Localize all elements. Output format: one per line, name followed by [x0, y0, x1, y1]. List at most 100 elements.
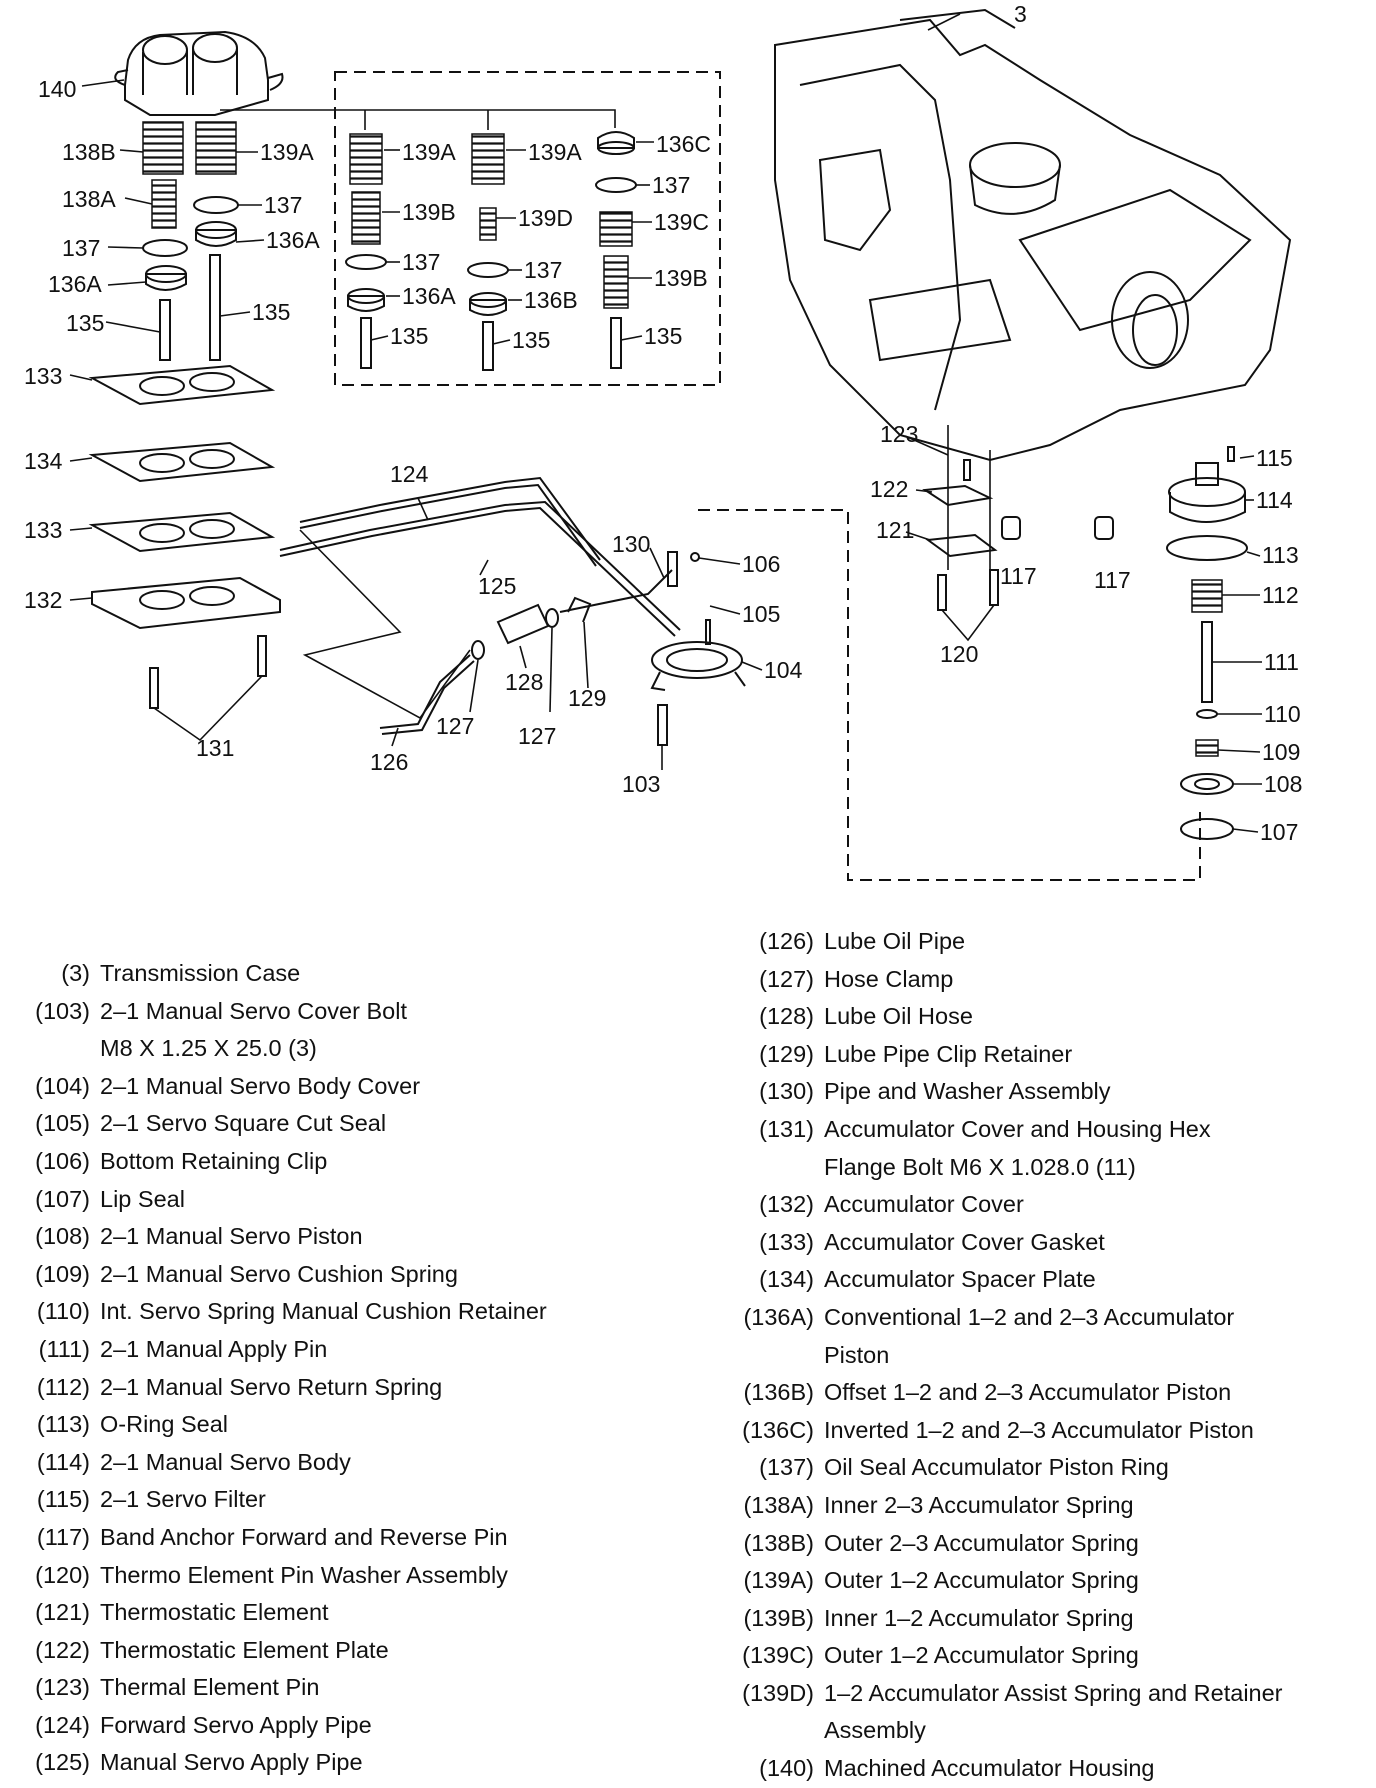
legend-item: (124)Forward Servo Apply Pipe	[35, 1711, 372, 1738]
legend-item: (126)Lube Oil Pipe	[759, 928, 966, 954]
legend-item: (122)Thermostatic Element Plate	[35, 1636, 389, 1663]
callout-128: 128	[505, 669, 543, 695]
callout-135: 135	[512, 327, 550, 353]
legend-item: (138A)Inner 2–3 Accumulator Spring	[743, 1491, 1134, 1518]
legend-item: (110)Int. Servo Spring Manual Cushion Re…	[36, 1298, 547, 1325]
callout-120: 120	[940, 641, 978, 667]
callout-139B: 139B	[654, 265, 708, 291]
callout-103: 103	[622, 771, 660, 797]
callout-108: 108	[1264, 771, 1302, 797]
legend-item: (136C)Inverted 1–2 and 2–3 Accumulator P…	[742, 1416, 1254, 1443]
legend-item: (139A)Outer 1–2 Accumulator Spring	[743, 1567, 1139, 1594]
callout-121: 121	[876, 517, 914, 543]
legend-item: (139D)1–2 Accumulator Assist Spring and …	[742, 1679, 1283, 1744]
leader-lines	[69, 13, 1262, 833]
accumulator-plates	[88, 364, 281, 742]
callout-137: 137	[652, 172, 690, 198]
callout-138A: 138A	[62, 186, 116, 212]
legend-item: (139C)Outer 1–2 Accumulator Spring	[742, 1642, 1139, 1669]
callout-105: 105	[742, 601, 780, 627]
legend-item: (105)2–1 Servo Square Cut Seal	[35, 1110, 387, 1137]
legend-item: (111)2–1 Manual Apply Pin	[38, 1335, 328, 1362]
callout-106: 106	[742, 551, 780, 577]
legend-item: (113)O-Ring Seal	[36, 1411, 228, 1438]
callout-136A: 136A	[48, 271, 102, 297]
servo-cover	[650, 509, 1201, 881]
callout-139B: 139B	[402, 199, 456, 225]
callout-114: 114	[1256, 487, 1293, 513]
callout-133: 133	[24, 517, 62, 543]
legend-item: (3)Transmission Case	[61, 960, 301, 986]
legend-item: (131)Accumulator Cover and Housing Hex F…	[759, 1115, 1211, 1180]
alternative-pistons-box	[220, 71, 721, 386]
legend-item: (108)2–1 Manual Servo Piston	[35, 1223, 363, 1250]
legend-item: (130)Pipe and Washer Assembly	[759, 1078, 1111, 1105]
callout-135: 135	[66, 310, 104, 336]
callout-135: 135	[390, 323, 428, 349]
callout-137: 137	[402, 249, 440, 275]
callout-126: 126	[370, 749, 408, 775]
callout-139A: 139A	[260, 139, 314, 165]
legend-item: (137)Oil Seal Accumulator Piston Ring	[759, 1454, 1169, 1481]
callout-127: 127	[518, 723, 556, 749]
callout-112: 112	[1262, 582, 1299, 608]
callout-109: 109	[1262, 739, 1300, 765]
legend-item: (115)2–1 Servo Filter	[36, 1486, 266, 1513]
callout-135: 135	[252, 299, 290, 325]
callout-113: 113	[1262, 542, 1299, 568]
callout-122: 122	[870, 476, 908, 502]
legend-item: (117)Band Anchor Forward and Reverse Pin	[36, 1523, 508, 1550]
callout-117: 117	[1094, 567, 1131, 593]
legend-left-column: (3)Transmission Case (103)2–1 Manual Ser…	[8, 955, 648, 1782]
legend-item: (140)Machined Accumulator Housing	[759, 1755, 1155, 1782]
callout-139A: 139A	[402, 139, 456, 165]
callout-130: 130	[612, 531, 650, 557]
callout-132: 132	[24, 587, 62, 613]
callout-137: 137	[264, 192, 302, 218]
callout-133: 133	[24, 363, 62, 389]
callout-3: 3	[1014, 1, 1027, 27]
exploded-view-diagram: 3 140 138B 139A 138A 137 137 136A 136A 1…	[24, 1, 1302, 881]
callout-138B: 138B	[62, 139, 116, 165]
callout-135: 135	[644, 323, 682, 349]
legend-item: (136A)Conventional 1–2 and 2–3 Accumulat…	[743, 1303, 1235, 1368]
callout-131: 131	[196, 735, 234, 761]
callout-117: 117	[1000, 563, 1037, 589]
callout-127: 127	[436, 713, 474, 739]
pipes-and-hoses	[279, 476, 681, 735]
legend-item: (123)Thermal Element Pin	[35, 1674, 320, 1701]
transmission-case	[774, 8, 1292, 462]
callout-111: 111	[1264, 649, 1299, 675]
callout-123: 123	[880, 421, 918, 447]
accumulator-housing	[114, 30, 284, 116]
legend-item: (132)Accumulator Cover	[759, 1191, 1024, 1218]
left-spring-stack	[142, 121, 239, 361]
thermo-element-parts	[922, 425, 1114, 642]
callout-129: 129	[568, 685, 606, 711]
legend-item: (129)Lube Pipe Clip Retainer	[759, 1040, 1073, 1067]
legend-item: (112)2–1 Manual Servo Return Spring	[36, 1373, 443, 1400]
callout-134: 134	[24, 448, 63, 474]
callout-107: 107	[1260, 819, 1298, 845]
legend-item: (133)Accumulator Cover Gasket	[759, 1228, 1105, 1255]
callout-139A: 139A	[528, 139, 582, 165]
legend-item: (107)Lip Seal	[35, 1185, 185, 1212]
callout-110: 110	[1264, 701, 1301, 727]
callout-137: 137	[62, 235, 100, 261]
servo-assembly	[1166, 446, 1248, 840]
legend-item: (136B)Offset 1–2 and 2–3 Accumulator Pis…	[743, 1379, 1232, 1406]
callout-124: 124	[390, 461, 429, 487]
callout-136A: 136A	[266, 227, 320, 253]
legend-right-column: (126)Lube Oil Pipe (127)Hose Clamp (128)…	[712, 923, 1372, 1788]
legend-item: (127)Hose Clamp	[759, 965, 954, 992]
legend-item: (120)Thermo Element Pin Washer Assembly	[35, 1561, 508, 1588]
callout-139D: 139D	[518, 205, 573, 231]
legend-item: (121)Thermostatic Element	[35, 1599, 329, 1626]
callout-137: 137	[524, 257, 562, 283]
callout-136C: 136C	[656, 131, 711, 157]
legend-item: (134)Accumulator Spacer Plate	[759, 1266, 1096, 1293]
legend-item: (125)Manual Servo Apply Pipe	[35, 1749, 363, 1776]
legend-item: (104)2–1 Manual Servo Body Cover	[35, 1072, 421, 1099]
callout-136A: 136A	[402, 283, 456, 309]
legend-item: (103)2–1 Manual Servo Cover Bolt M8 X 1.…	[35, 997, 407, 1062]
